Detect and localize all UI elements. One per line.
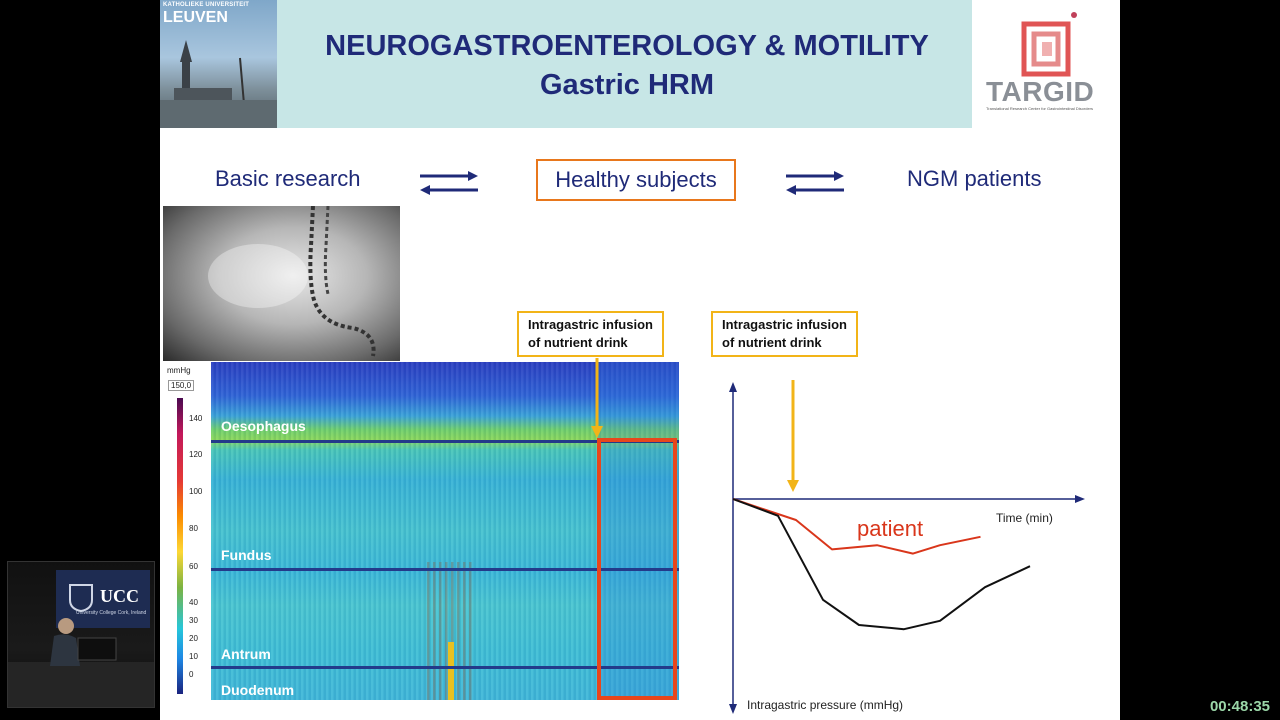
flow-ngm-patients: NGM patients: [907, 166, 1042, 191]
university-line: KATHOLIEKE UNIVERSITEIT: [163, 2, 250, 8]
infusion-line2: of nutrient drink: [722, 335, 822, 350]
scale-tick: 120: [189, 450, 203, 459]
scale-tick: 10: [189, 652, 198, 661]
targid-logo: TARGID Translational Research Center for…: [972, 0, 1120, 128]
y-axis-arrow-down-icon: [729, 704, 737, 714]
slide-subtitle: Gastric HRM: [539, 69, 715, 101]
infusion-line2: of nutrient drink: [528, 335, 628, 350]
slide-header: KATHOLIEKE UNIVERSITEIT LEUVEN NEUROGAST…: [160, 0, 1120, 128]
series-label-patient: patient: [857, 516, 924, 541]
targid-subtitle: Translational Research Center for Gastro…: [986, 106, 1094, 111]
region-duodenum: Duodenum: [221, 682, 295, 698]
bidirectional-arrow-icon: [420, 171, 478, 195]
infusion-annotation-chart: Intragastric infusion of nutrient drink: [711, 311, 858, 357]
presentation-slide: KATHOLIEKE UNIVERSITEIT LEUVEN NEUROGAST…: [160, 0, 1120, 720]
x-axis-label: Time (min): [996, 511, 1053, 525]
hrm-pressure-stripes: [211, 362, 679, 700]
region-fundus: Fundus: [221, 547, 272, 563]
infusion-annotation-hrm: Intragastric infusion of nutrient drink: [517, 311, 664, 357]
leuven-city-icon: [160, 40, 277, 128]
y-axis-label: Intragastric pressure (mmHg): [747, 698, 904, 712]
scale-tick: 100: [189, 487, 203, 496]
infusion-line1: Intragastric infusion: [722, 317, 847, 332]
region-oesophagus: Oesophagus: [221, 418, 306, 434]
infusion-line1: Intragastric infusion: [528, 317, 653, 332]
region-boundary: [211, 568, 679, 571]
scale-tick: 40: [189, 598, 198, 607]
scale-unit: mmHg: [167, 366, 191, 375]
scale-max-value: 150,0: [168, 380, 195, 391]
ucc-text: University College Cork, Ireland: [76, 610, 147, 616]
pressure-chart: [729, 380, 1085, 714]
presenter-figure-icon: [8, 618, 154, 707]
slide-title: NEUROGASTROENTEROLOGY & MOTILITY: [325, 30, 929, 62]
antral-peak: [448, 642, 454, 700]
region-boundary: [211, 666, 679, 669]
targid-mark-icon: [1021, 12, 1077, 77]
scale-tick: 0: [189, 670, 194, 679]
scale-tick: 30: [189, 616, 198, 625]
university-city: LEUVEN: [163, 9, 228, 26]
leuven-logo: KATHOLIEKE UNIVERSITEIT LEUVEN: [160, 0, 277, 128]
infusion-marker-arrow-icon: [787, 480, 799, 492]
video-timer: 00:48:35: [1209, 698, 1270, 715]
infusion-highlight-box: [597, 438, 677, 700]
infusion-arrow-hrm: [591, 358, 603, 438]
fluoroscopy-image: [163, 206, 400, 361]
scale-tick: 140: [189, 414, 203, 423]
hrm-pressure-topography: Oesophagus Fundus Antrum Duodenum: [211, 362, 679, 700]
y-axis-arrow-up-icon: [729, 382, 737, 392]
x-axis-arrow-icon: [1075, 495, 1085, 503]
ucc-logo: UCC: [100, 586, 139, 606]
presenter-video-inset: UCC University College Cork, Ireland: [7, 561, 155, 708]
flow-basic-research: Basic research: [215, 166, 361, 191]
flow-healthy-subjects: Healthy subjects: [536, 159, 736, 201]
healthy-series-line: [732, 498, 1031, 631]
scale-gradient-bar: [177, 398, 183, 694]
bidirectional-arrow-icon: [786, 171, 844, 195]
ucc-banner: UCC University College Cork, Ireland: [56, 570, 150, 628]
infusion-period-shade: [597, 362, 679, 700]
targid-name: TARGID: [986, 76, 1095, 107]
scale-tick: 60: [189, 562, 198, 571]
scale-tick: 80: [189, 524, 198, 533]
catheter-image-icon: [208, 206, 376, 357]
scale-tick: 20: [189, 634, 198, 643]
patient-series-line: [732, 498, 981, 555]
ucc-crest-icon: [69, 584, 93, 612]
region-boundary: [211, 440, 679, 443]
region-antrum: Antrum: [221, 646, 271, 662]
